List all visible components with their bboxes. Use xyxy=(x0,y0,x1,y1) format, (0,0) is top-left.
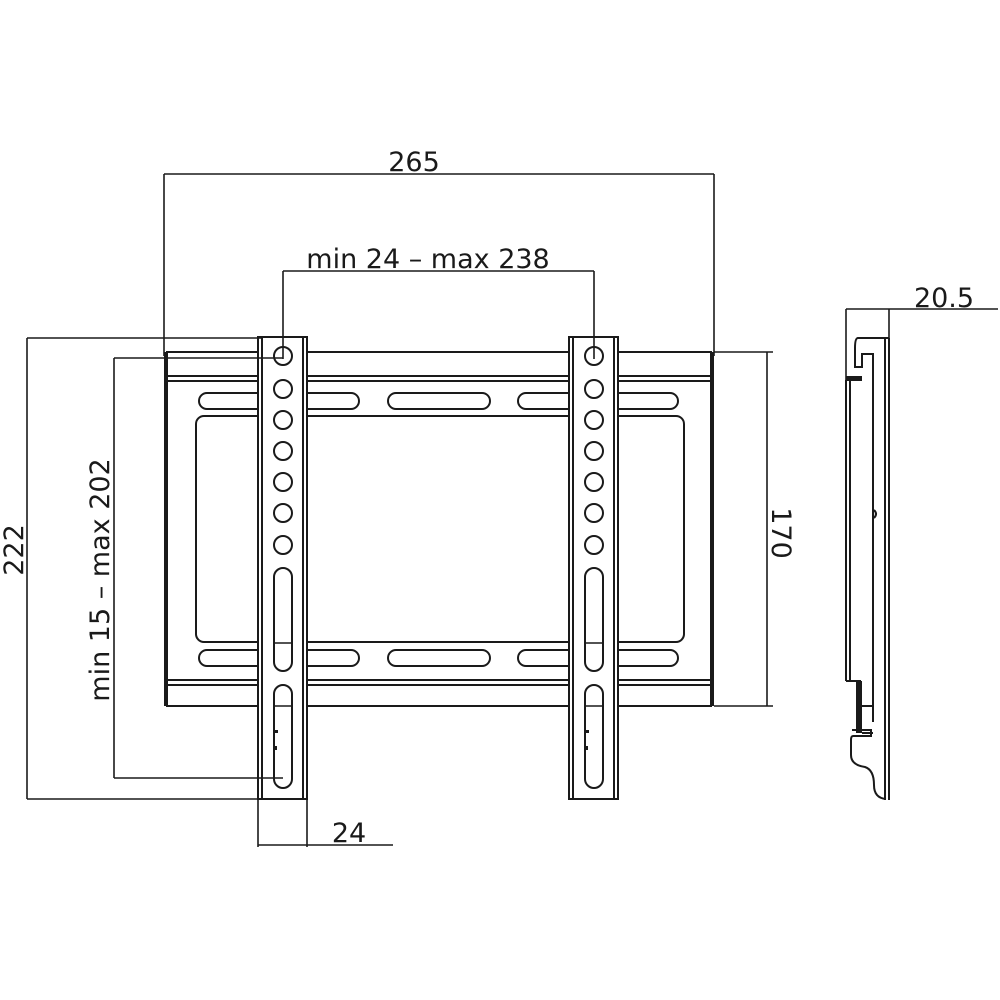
right-arm-holes xyxy=(584,346,604,555)
dimension-vesa-vertical xyxy=(113,357,283,779)
dimension-overall-width xyxy=(163,173,715,356)
label-bracket-spacing: min 24 – max 238 xyxy=(306,244,549,275)
left-bracket-arm xyxy=(257,336,308,800)
dimension-bracket-width xyxy=(257,799,393,847)
dimension-plate-height xyxy=(714,351,773,707)
right-arm-slot-upper xyxy=(584,567,604,672)
left-arm-slot-upper xyxy=(273,567,293,672)
right-bracket-arm xyxy=(568,336,619,800)
side-view-profile xyxy=(845,308,998,800)
label-bracket-width: 24 xyxy=(332,818,366,849)
label-plate-height: 170 xyxy=(765,507,796,559)
label-side-depth: 20.5 xyxy=(914,283,974,314)
dimension-overall-height xyxy=(26,337,262,800)
dimension-bracket-spacing xyxy=(282,270,595,359)
label-vesa-vertical: min 15 – max 202 xyxy=(85,458,116,701)
right-arm-slot-lower xyxy=(584,684,604,789)
label-overall-height: 222 xyxy=(0,524,30,576)
label-overall-width: 265 xyxy=(388,147,440,178)
left-arm-slot-lower xyxy=(273,684,293,789)
wall-plate xyxy=(164,351,714,707)
